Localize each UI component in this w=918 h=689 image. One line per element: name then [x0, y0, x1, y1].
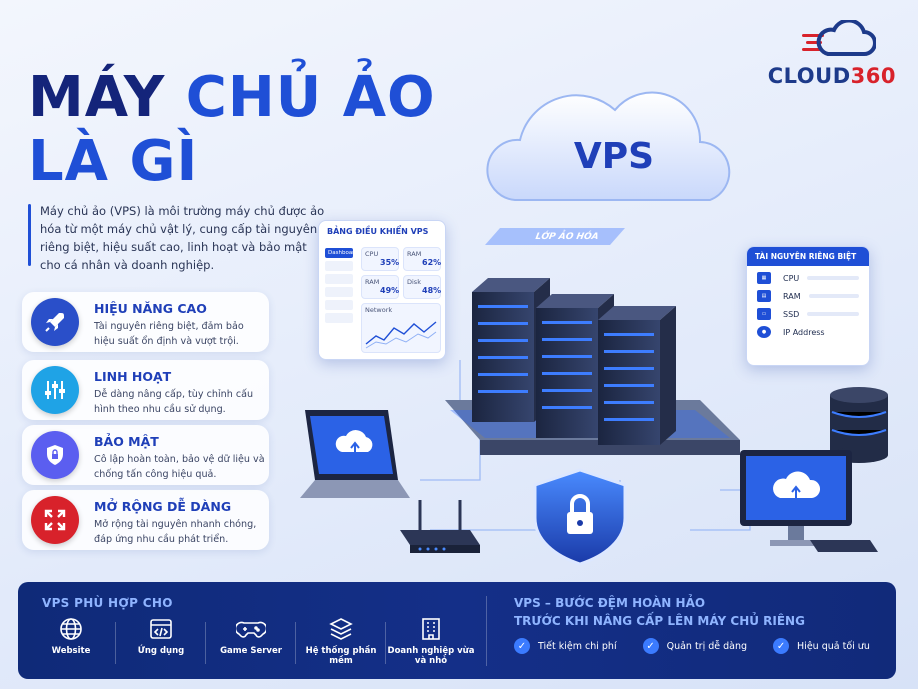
- vps-illustration: VPS LỚP ẢO HÓA BẢNG ĐIỀU KHIỂN VPS Dashb…: [280, 60, 910, 580]
- feature-title: MỞ RỘNG DỄ DÀNG: [94, 499, 232, 514]
- brand-logo: CLOUD360: [762, 20, 902, 90]
- rocket-icon: [31, 298, 79, 346]
- shield-lock-icon: [31, 431, 79, 479]
- benefit-item: ✓Quản trị dễ dàng: [642, 638, 747, 654]
- dashboard-menu: Dashboard: [321, 245, 358, 326]
- feature-desc: Mở rộng tài nguyên nhanh chóng, đáp ứng …: [94, 519, 257, 545]
- upgrade-title: VPS – BƯỚC ĐỆM HOÀN HẢO TRƯỚC KHI NÂNG C…: [514, 596, 805, 628]
- feature-card-performance: HIỆU NĂNG CAO Tài nguyên riêng biệt, đảm…: [22, 292, 269, 352]
- cloud-vps-label: VPS: [573, 136, 655, 177]
- location-pin-icon: ●: [757, 326, 771, 338]
- chip-icon: ▦: [757, 272, 771, 284]
- use-case-app: Ứng dụng: [116, 614, 206, 674]
- check-icon: ✓: [773, 638, 790, 654]
- use-case-game-server: Game Server: [206, 614, 296, 674]
- feature-title: LINH HOẠT: [94, 369, 172, 384]
- cloud-logo-icon: [816, 20, 876, 56]
- use-case-sme: Doanh nghiệp vừa và nhỏ: [386, 614, 476, 674]
- building-icon: [386, 614, 476, 644]
- description-text: Máy chủ ảo (VPS) là môi trường máy chủ đ…: [40, 204, 325, 272]
- virtualization-layer-label: LỚP ẢO HÓA: [534, 232, 600, 242]
- feature-title: HIỆU NĂNG CAO: [94, 301, 207, 316]
- benefits-list: ✓Tiết kiệm chi phí ✓Quản trị dễ dàng ✓Hi…: [514, 638, 896, 654]
- memory-icon: ▤: [757, 290, 771, 302]
- use-cases-list: Website Ứng dụng Game Server Hệ thống ph…: [26, 614, 476, 674]
- gamepad-icon: [206, 614, 296, 644]
- use-cases-title: VPS PHÙ HỢP CHO: [42, 596, 173, 610]
- bottom-banner: VPS PHÙ HỢP CHO Website Ứng dụng Game Se…: [18, 582, 896, 679]
- check-icon: ✓: [514, 638, 530, 654]
- feature-card-security: BẢO MẬT Cô lập hoàn toàn, bảo vệ dữ liệu…: [22, 425, 269, 485]
- feature-desc: Tài nguyên riêng biệt, đảm bảo hiệu suất…: [94, 321, 244, 347]
- brand-name: CLOUD360: [767, 64, 896, 88]
- feature-desc: Cô lập hoàn toàn, bảo vệ dữ liệu và chốn…: [94, 454, 265, 480]
- feature-card-scalable: MỞ RỘNG DỄ DÀNG Mở rộng tài nguyên nhanh…: [22, 490, 269, 550]
- check-icon: ✓: [642, 638, 659, 654]
- description-accent: [28, 204, 31, 266]
- benefit-item: ✓Hiệu quả tối ưu: [773, 638, 870, 654]
- drive-icon: ▭: [757, 308, 771, 320]
- globe-icon: [26, 614, 116, 644]
- resources-panel: TÀI NGUYÊN RIÊNG BIỆT ▦CPU ▤RAM ▭SSD ●IP…: [746, 246, 870, 366]
- network-chart: Network: [361, 303, 441, 353]
- use-case-website: Website: [26, 614, 116, 674]
- resource-ssd: ▭SSD: [757, 308, 859, 320]
- resources-title: TÀI NGUYÊN RIÊNG BIỆT: [747, 247, 869, 266]
- benefit-item: ✓Tiết kiệm chi phí: [514, 638, 617, 654]
- layers-icon: [296, 614, 386, 644]
- feature-title: BẢO MẬT: [94, 434, 159, 449]
- resource-ram: ▤RAM: [757, 290, 859, 302]
- use-case-software: Hệ thống phần mềm: [296, 614, 386, 674]
- page-title: MÁY CHỦ ẢO LÀ GÌ: [28, 65, 436, 194]
- feature-card-flexible: LINH HOẠT Dễ dàng nâng cấp, tùy chỉnh cấ…: [22, 360, 269, 420]
- resource-cpu: ▦CPU: [757, 272, 859, 284]
- code-window-icon: [116, 614, 206, 644]
- banner-divider: [486, 596, 487, 666]
- dashboard-title: BẢNG ĐIỀU KHIỂN VPS: [327, 227, 429, 236]
- menu-item-dashboard: Dashboard: [325, 248, 358, 258]
- speed-lines-icon: [802, 34, 824, 55]
- feature-desc: Dễ dàng nâng cấp, tùy chỉnh cấu hình the…: [94, 389, 254, 415]
- sliders-icon: [31, 366, 79, 414]
- resource-ip: ●IP Address: [757, 326, 859, 338]
- network-lines: [300, 91, 888, 566]
- expand-icon: [31, 496, 79, 544]
